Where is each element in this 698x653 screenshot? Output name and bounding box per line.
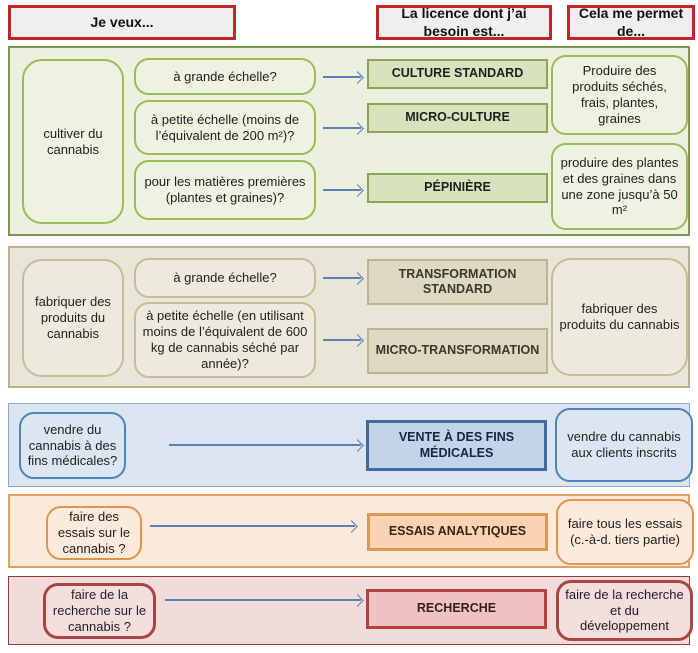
question-box: à petite échelle (en utilisant moins de … bbox=[134, 302, 316, 378]
header-licence-dont-jai-besoin: La licence dont j’ai besoin est... bbox=[376, 5, 552, 40]
question-box: vendre du cannabis à des fins médicales? bbox=[19, 412, 126, 479]
result-box: Produire des produits séchés, frais, pla… bbox=[551, 55, 688, 135]
section-recherche: faire de la recherche sur le cannabis ? … bbox=[8, 576, 693, 645]
licence-box: RECHERCHE bbox=[366, 589, 547, 629]
question-box: à grande échelle? bbox=[134, 58, 316, 95]
question-box: à petite échelle (moins de l’équivalent … bbox=[134, 100, 316, 155]
arrow-icon bbox=[323, 127, 361, 129]
result-box: fabriquer des produits du cannabis bbox=[551, 258, 688, 376]
question-box: faire de la recherche sur le cannabis ? bbox=[43, 583, 156, 639]
licence-box: PÉPINIÈRE bbox=[367, 173, 548, 203]
question-box: faire des essais sur le cannabis ? bbox=[46, 506, 142, 560]
result-box: faire tous les essais (c.-à-d. tiers par… bbox=[556, 499, 694, 565]
header-je-veux: Je veux... bbox=[8, 5, 236, 40]
arrow-icon bbox=[165, 599, 361, 601]
licence-box: ESSAIS ANALYTIQUES bbox=[367, 513, 548, 551]
header-cela-me-permet: Cela me permet de... bbox=[567, 5, 695, 40]
arrow-icon bbox=[169, 444, 361, 446]
licence-box: TRANSFORMATION STANDARD bbox=[367, 259, 548, 305]
section-cultiver: cultiver du cannabis à grande échelle? à… bbox=[8, 46, 690, 236]
question-box: à grande échelle? bbox=[134, 258, 316, 298]
result-box: faire de la recherche et du développemen… bbox=[556, 580, 693, 641]
category-box: fabriquer des produits du cannabis bbox=[22, 259, 124, 377]
licence-box: MICRO-TRANSFORMATION bbox=[367, 328, 548, 374]
arrow-icon bbox=[323, 339, 361, 341]
section-fabriquer: fabriquer des produits du cannabis à gra… bbox=[8, 246, 690, 388]
result-box: produire des plantes et des graines dans… bbox=[551, 143, 688, 230]
arrow-icon bbox=[323, 277, 361, 279]
result-box: vendre du cannabis aux clients inscrits bbox=[555, 408, 693, 482]
licence-box: MICRO-CULTURE bbox=[367, 103, 548, 133]
licence-box: CULTURE STANDARD bbox=[367, 59, 548, 89]
section-essais: faire des essais sur le cannabis ? ESSAI… bbox=[8, 494, 694, 568]
category-box: cultiver du cannabis bbox=[22, 59, 124, 224]
arrow-icon bbox=[323, 189, 361, 191]
arrow-icon bbox=[323, 76, 361, 78]
licence-box: VENTE À DES FINS MÉDICALES bbox=[366, 420, 547, 471]
arrow-icon bbox=[150, 525, 355, 527]
section-vendre: vendre du cannabis à des fins médicales?… bbox=[8, 403, 693, 487]
question-box: pour les matières premières (plantes et … bbox=[134, 160, 316, 220]
